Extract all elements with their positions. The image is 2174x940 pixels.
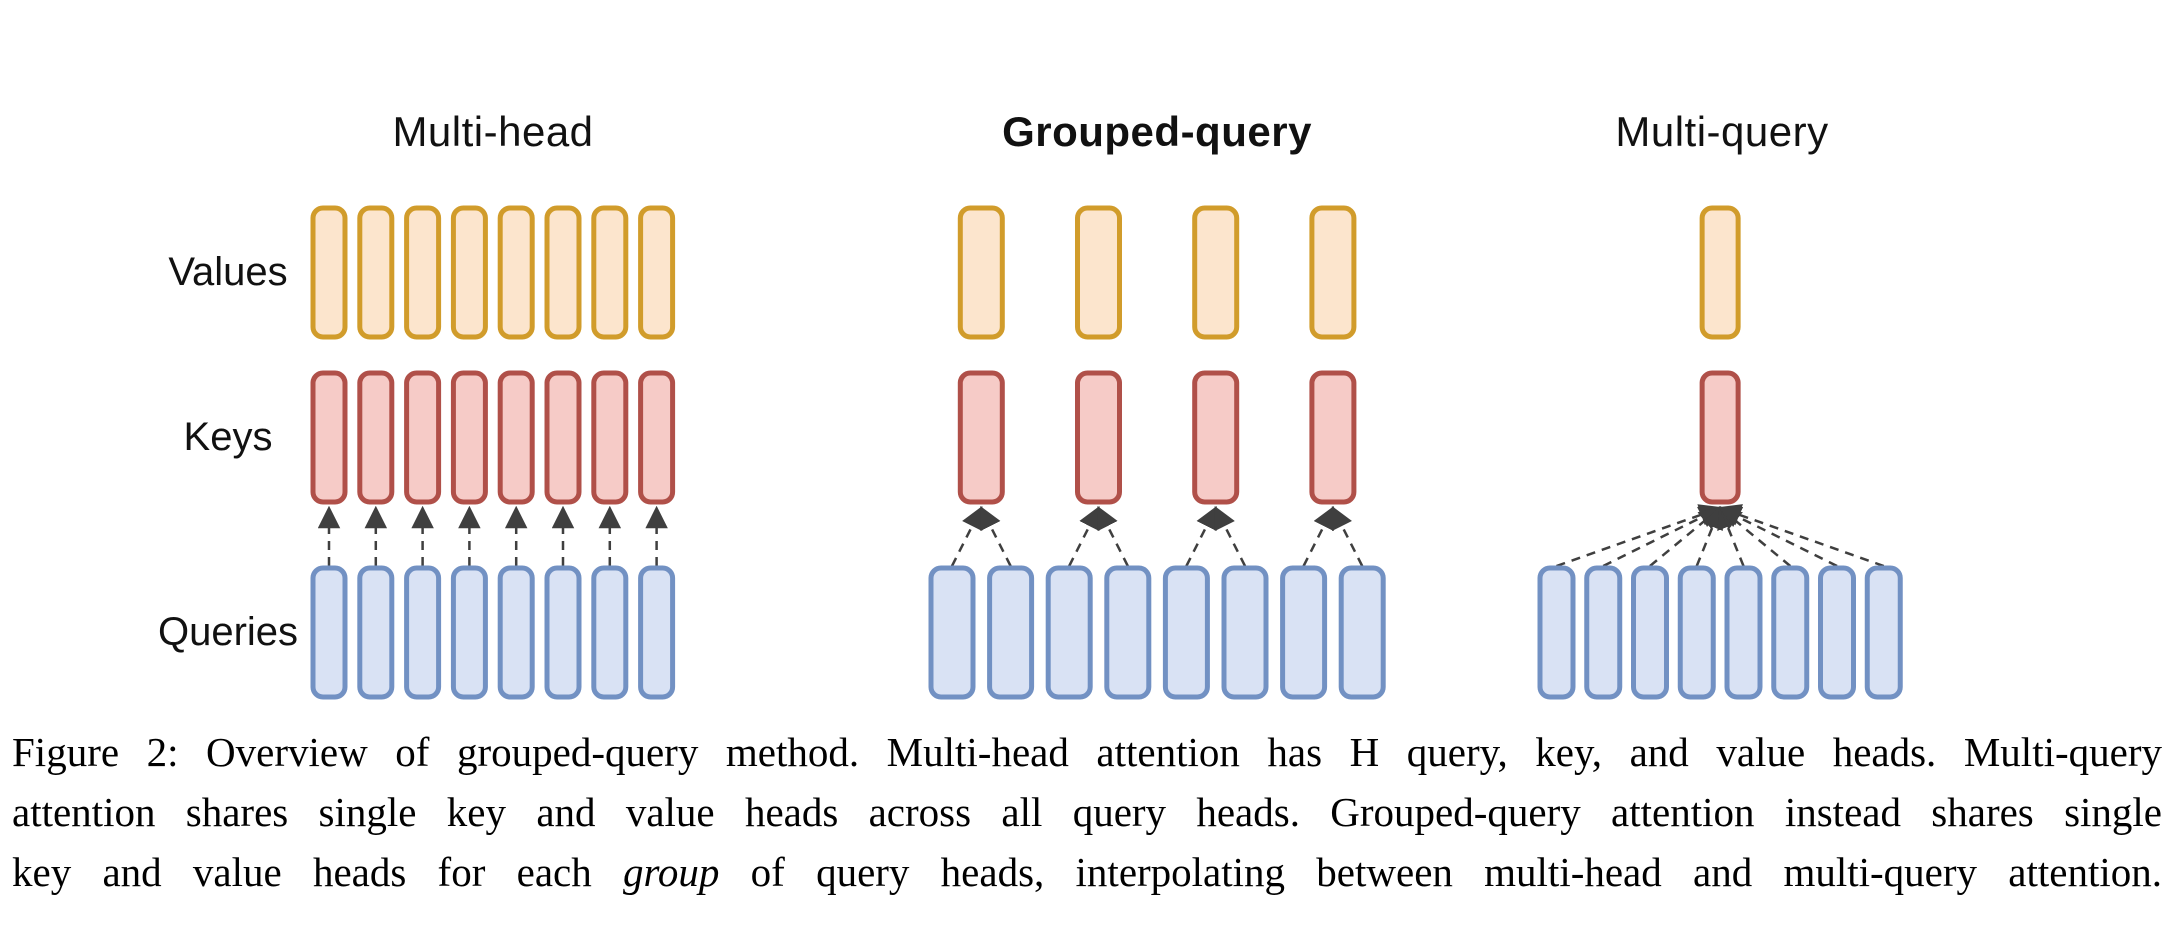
row-label-keys: Keys (183, 415, 273, 459)
grouped-query-key-query-connector-6 (1214, 505, 1247, 567)
multi-head-value-head-8 (638, 205, 676, 340)
multi-query-key-query-connector-2 (1602, 506, 1723, 568)
grouped-query-key-query-connector-3 (1068, 505, 1100, 567)
grouped-query-key-head-1 (957, 370, 1005, 505)
caption-italic-group: group (622, 849, 720, 895)
grouped-query-value-head-4 (1309, 205, 1357, 340)
grouped-query-query-head-8 (1338, 565, 1386, 700)
figure-caption: Figure 2: Overview of grouped-query meth… (12, 722, 2162, 902)
grouped-query-key-query-connector-7 (1302, 505, 1335, 567)
multi-head-value-head-1 (310, 205, 348, 340)
caption-line-3: key and value heads for each group of qu… (12, 849, 2162, 895)
grouped-query-value-head-2 (1075, 205, 1122, 340)
multi-query-key-head-1 (1699, 370, 1741, 505)
multi-query-query-head-5 (1724, 565, 1763, 700)
multi-head-value-head-2 (357, 205, 395, 340)
grouped-query-query-head-5 (1162, 565, 1210, 700)
multi-head-value-head-4 (450, 205, 488, 340)
grouped-query-query-head-7 (1280, 565, 1328, 700)
grouped-query-key-query-connector-2 (980, 505, 1012, 567)
multi-head-key-head-1 (310, 370, 348, 505)
grouped-query-query-head-3 (1045, 565, 1093, 700)
grouped-query-query-head-2 (987, 565, 1035, 700)
multi-head-query-head-1 (310, 565, 348, 700)
multi-head-query-head-2 (357, 565, 395, 700)
multi-head-value-head-7 (591, 205, 629, 340)
multi-head-key-head-2 (357, 370, 395, 505)
multi-head-key-head-6 (544, 370, 582, 505)
multi-head-key-head-3 (404, 370, 442, 505)
multi-head-query-head-3 (404, 565, 442, 700)
multi-head-query-head-5 (497, 565, 535, 700)
multi-head-key-head-7 (591, 370, 629, 505)
grouped-query-key-head-4 (1309, 370, 1357, 505)
multi-query-query-head-7 (1818, 565, 1856, 700)
grouped-query-key-query-connector-4 (1097, 505, 1129, 567)
multi-query-key-query-connector-7 (1718, 506, 1838, 568)
multi-head-value-head-5 (497, 205, 535, 340)
multi-query-query-head-2 (1584, 565, 1623, 700)
row-label-queries: Queries (157, 610, 299, 654)
grouped-query-value-head-1 (957, 205, 1005, 340)
multi-query-key-query-connector-8 (1718, 504, 1885, 568)
multi-head-key-head-5 (497, 370, 535, 505)
grouped-query-query-head-1 (928, 565, 976, 700)
multi-head-query-head-4 (450, 565, 488, 700)
grouped-query-key-head-3 (1192, 370, 1240, 505)
multi-head-value-head-6 (544, 205, 582, 340)
multi-query-value-head-1 (1699, 205, 1741, 340)
grouped-query-query-head-4 (1104, 565, 1152, 700)
multi-query-key-query-connector-4 (1695, 505, 1723, 567)
multi-query-key-query-connector-1 (1556, 504, 1723, 568)
multi-head-value-head-3 (404, 205, 442, 340)
grouped-query-value-head-3 (1192, 205, 1240, 340)
grouped-query-key-query-connector-8 (1331, 505, 1364, 567)
multi-query-query-head-1 (1537, 565, 1576, 700)
panel-title-multi-head: Multi-head (392, 108, 594, 155)
panel-title-grouped-query: Grouped-query (1002, 108, 1312, 155)
multi-head-query-head-6 (544, 565, 582, 700)
row-label-values: Values (168, 250, 288, 294)
multi-query-query-head-3 (1631, 565, 1669, 700)
multi-head-key-head-4 (450, 370, 488, 505)
panel-title-multi-query: Multi-query (1615, 108, 1829, 155)
multi-query-query-head-6 (1771, 565, 1810, 700)
multi-head-key-head-8 (638, 370, 676, 505)
multi-head-query-head-7 (591, 565, 629, 700)
grouped-query-query-head-6 (1221, 565, 1269, 700)
grouped-query-key-head-2 (1075, 370, 1122, 505)
attention-heads-diagram (310, 205, 1903, 700)
multi-head-query-head-8 (638, 565, 676, 700)
grouped-query-key-query-connector-1 (950, 505, 983, 567)
multi-query-query-head-4 (1677, 565, 1716, 700)
multi-query-query-head-8 (1864, 565, 1903, 700)
caption-line-1: Figure 2: Overview of grouped-query meth… (12, 729, 2162, 775)
caption-line-2: attention shares single key and value he… (12, 789, 2162, 835)
multi-query-key-query-connector-5 (1717, 505, 1745, 567)
grouped-query-key-query-connector-5 (1185, 505, 1217, 567)
